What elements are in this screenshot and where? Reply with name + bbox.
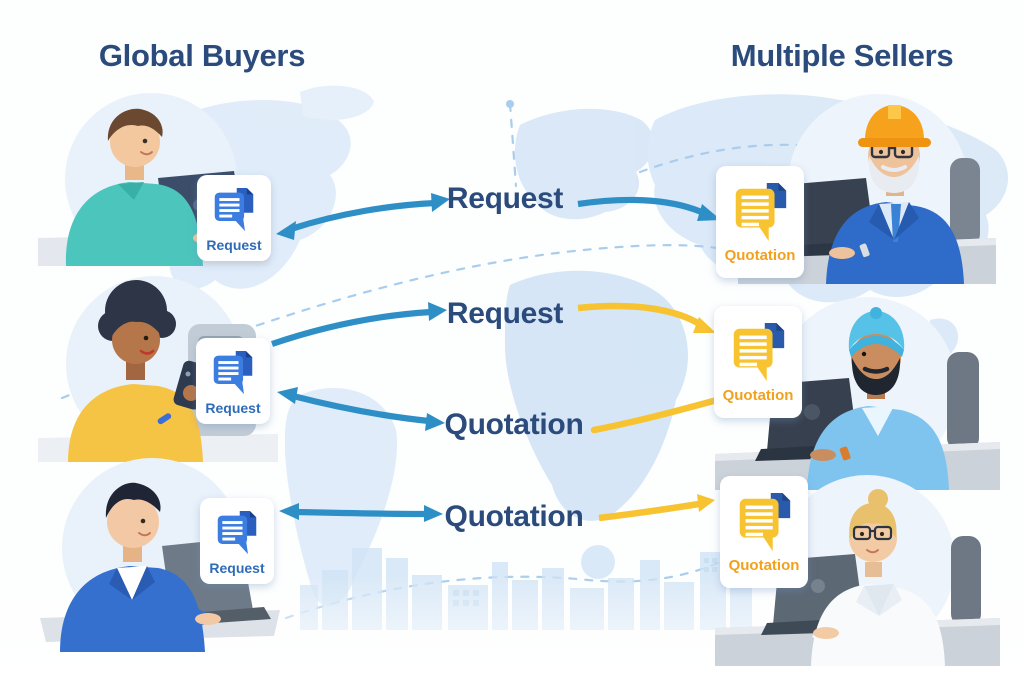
seller-2-person — [807, 307, 949, 490]
request-card-label: Request — [209, 559, 265, 576]
buyers-column-title: Global Buyers — [98, 38, 306, 73]
route-node-dot — [506, 100, 514, 108]
hard-hat — [865, 105, 924, 140]
blonde-hair — [849, 503, 897, 540]
quotation-document-icon — [733, 322, 785, 382]
quotation-document-icon — [739, 492, 791, 552]
request-document-icon — [214, 187, 254, 231]
request-document-icon — [213, 350, 253, 394]
seller-3-person — [811, 489, 945, 666]
quotation-card-label: Quotation — [728, 557, 800, 574]
flow-label-quotation-1: Quotation — [444, 408, 584, 441]
seller-1-illustration — [738, 94, 996, 284]
chair — [951, 536, 981, 626]
buyer-3-illustration — [40, 458, 280, 652]
sellers-column-title: Multiple Sellers — [730, 38, 954, 73]
seller-3-quotation-card: Quotation — [720, 476, 808, 588]
seller-1-quotation-card: Quotation — [716, 166, 804, 278]
seller-3-illustration — [715, 475, 1000, 666]
buyer-2-request-card: Request — [196, 338, 270, 424]
request-card-label: Request — [205, 399, 261, 416]
quotation-card-label: Quotation — [722, 387, 794, 404]
quotation-document-icon — [735, 182, 787, 242]
seller-1-person — [826, 105, 964, 284]
seller-2-quotation-card: Quotation — [714, 306, 802, 418]
turban — [848, 311, 905, 350]
flow-label-quotation-2: Quotation — [444, 500, 584, 533]
chair — [947, 352, 979, 450]
flow-label-request-2: Request — [446, 297, 564, 330]
buyer-1-request-card: Request — [197, 175, 271, 261]
flow-label-request-1: Request — [446, 182, 564, 215]
request-document-icon — [217, 510, 257, 554]
buyer-3-person — [60, 482, 221, 652]
quotation-card-label: Quotation — [724, 247, 796, 264]
request-card-label: Request — [206, 236, 262, 253]
buyer-3-request-card: Request — [200, 498, 274, 584]
chair — [950, 158, 980, 246]
